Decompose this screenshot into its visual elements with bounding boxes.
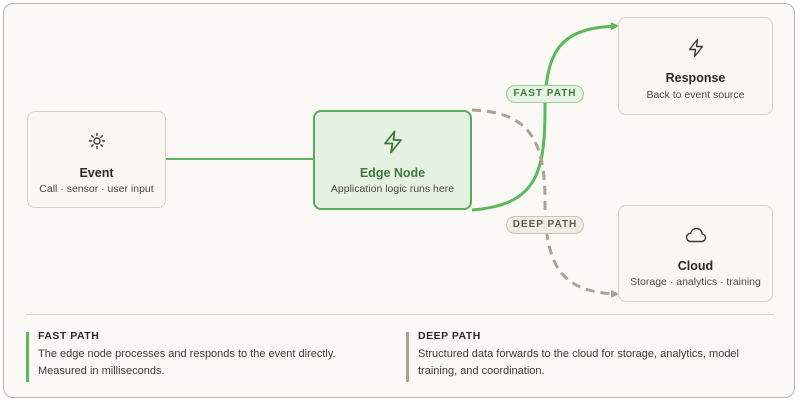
legend-fast-text: The edge node processes and responds to …	[38, 348, 336, 377]
fast-path-connector	[471, 22, 619, 212]
legend-fast-path: FAST PATH The edge node processes and re…	[26, 330, 386, 382]
response-subtitle: Back to event source	[646, 89, 745, 101]
cloud-icon	[619, 226, 772, 244]
edge-node-title: Edge Node	[359, 166, 426, 180]
lightning-icon	[315, 130, 470, 154]
fast-path-color-bar	[26, 332, 29, 382]
response-title: Response	[665, 71, 726, 85]
legend-deep-text: Structured data forwards to the cloud fo…	[418, 348, 739, 377]
legend-deep-title: DEEP PATH	[418, 330, 481, 342]
event-subtitle: Call · sensor · user input	[39, 183, 154, 195]
deep-path-color-bar	[406, 332, 409, 382]
event-node[interactable]: Event Call · sensor · user input	[27, 111, 166, 208]
fast-path-label: FAST PATH	[506, 85, 584, 103]
deep-path-connector	[471, 108, 619, 298]
edge-node-subtitle: Application logic runs here	[330, 183, 455, 195]
response-node[interactable]: Response Back to event source	[618, 17, 773, 115]
cloud-title: Cloud	[677, 259, 714, 273]
deep-path-label: DEEP PATH	[506, 216, 584, 234]
edge-node[interactable]: Edge Node Application logic runs here	[313, 110, 472, 210]
cloud-subtitle: Storage · analytics · training	[630, 276, 761, 288]
legend-deep-path: DEEP PATH Structured data forwards to th…	[406, 330, 776, 382]
lightning-icon	[619, 38, 772, 58]
legend-divider	[26, 314, 774, 315]
legend-fast-title: FAST PATH	[38, 330, 100, 342]
cloud-node[interactable]: Cloud Storage · analytics · training	[618, 205, 773, 302]
sun-icon	[28, 132, 165, 150]
event-title: Event	[79, 166, 114, 180]
